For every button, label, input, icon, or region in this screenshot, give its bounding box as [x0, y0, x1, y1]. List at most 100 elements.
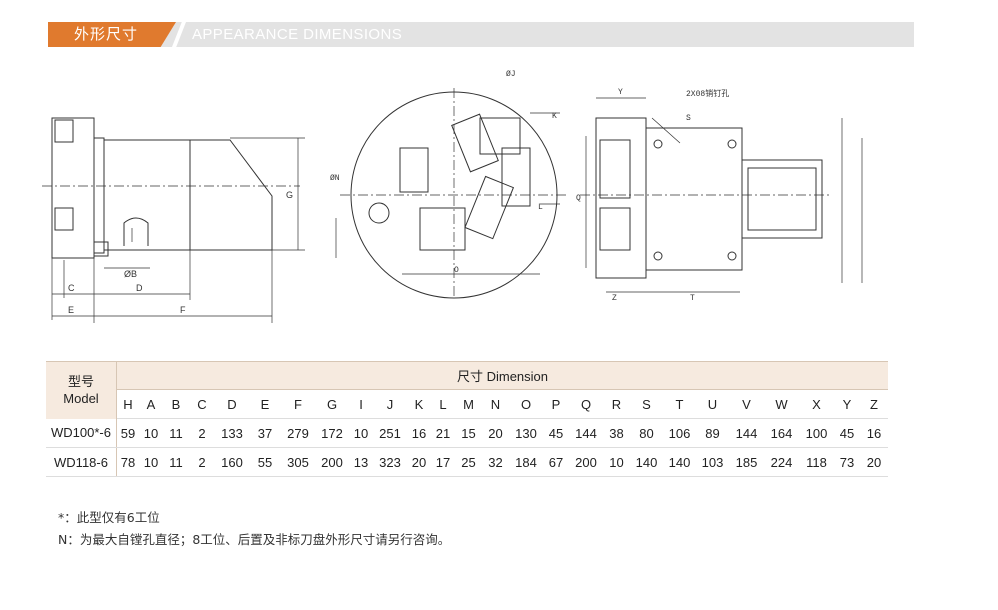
- dimension-cell: 2: [189, 418, 215, 448]
- dimension-cell: 55: [249, 447, 281, 477]
- column-header: R: [603, 389, 630, 419]
- dimension-cell: 224: [764, 447, 799, 477]
- column-header: X: [799, 389, 834, 419]
- column-header: P: [543, 389, 569, 419]
- dimension-cell: 80: [630, 418, 663, 448]
- dimension-cell: 160: [215, 447, 249, 477]
- column-header: K: [407, 389, 431, 419]
- dimension-cell: 164: [764, 418, 799, 448]
- column-header: L: [431, 389, 455, 419]
- dimension-cell: 144: [569, 418, 603, 448]
- column-header: H: [116, 389, 139, 419]
- dimension-cell: 78: [116, 447, 139, 477]
- dimension-cell: 279: [281, 418, 315, 448]
- dim-label-g: G: [286, 190, 293, 200]
- column-header: Y: [834, 389, 860, 419]
- column-header: A: [139, 389, 163, 419]
- dimension-cell: 73: [834, 447, 860, 477]
- dimension-cell: 10: [603, 447, 630, 477]
- dimension-cell: 172: [315, 418, 349, 448]
- dimension-cell: 10: [139, 418, 163, 448]
- dimension-cell: 140: [630, 447, 663, 477]
- column-header: G: [315, 389, 349, 419]
- model-header-en: Model: [63, 391, 99, 407]
- dimension-cell: 16: [407, 418, 431, 448]
- column-header: E: [249, 389, 281, 419]
- dimension-cell: 323: [373, 447, 407, 477]
- dim-label-k: K: [552, 112, 557, 121]
- notes: *：此型仅有6工位 N：为最大自镗孔直径；8工位、后置及非标刀盘外形尺寸请另行咨…: [58, 507, 450, 551]
- column-header: M: [455, 389, 482, 419]
- column-header: I: [349, 389, 373, 419]
- dimension-cell: 20: [860, 447, 888, 477]
- dimension-cell: 200: [315, 447, 349, 477]
- section-banner: 外形尺寸 APPEARANCE DIMENSIONS: [48, 22, 914, 47]
- dim-label-o: O: [454, 266, 459, 275]
- dimension-cell: 11: [163, 447, 189, 477]
- dimension-cell: 140: [663, 447, 696, 477]
- dimension-cell: 45: [834, 418, 860, 448]
- front-view-labels: ØJ K ØN L O: [330, 70, 557, 275]
- column-header: Q: [569, 389, 603, 419]
- section-title-cn: 外形尺寸: [48, 22, 176, 47]
- dimension-cell: 67: [543, 447, 569, 477]
- dim-label-l: L: [538, 203, 543, 212]
- dim-label-c: C: [68, 283, 75, 293]
- model-cell: WD118-6: [46, 447, 117, 477]
- dimension-cell: 25: [455, 447, 482, 477]
- dimension-cell: 15: [455, 418, 482, 448]
- model-header: 型号 Model: [46, 361, 117, 419]
- dimension-cell: 133: [215, 418, 249, 448]
- dimension-cell: 38: [603, 418, 630, 448]
- section-title-en: APPEARANCE DIMENSIONS: [192, 26, 403, 43]
- dim-label-d: D: [136, 283, 143, 293]
- dimension-cell: 13: [349, 447, 373, 477]
- dimension-cell: 11: [163, 418, 189, 448]
- dimension-header: 尺寸 Dimension: [116, 361, 888, 390]
- column-header: F: [281, 389, 315, 419]
- front-view: [335, 88, 568, 299]
- dimension-cell: 21: [431, 418, 455, 448]
- dimension-cell: 144: [729, 418, 764, 448]
- dimension-cell: 130: [509, 418, 543, 448]
- dim-label-q: Q: [576, 194, 581, 203]
- dimension-cell: 100: [799, 418, 834, 448]
- dimension-cell: 20: [482, 418, 509, 448]
- dim-label-z: Z: [612, 294, 617, 303]
- column-header: O: [509, 389, 543, 419]
- column-header: Z: [860, 389, 888, 419]
- dimension-cell: 200: [569, 447, 603, 477]
- dim-label-b: ØB: [124, 269, 137, 279]
- dim-label-y: Y: [618, 88, 623, 97]
- dim-label-e: E: [68, 305, 74, 315]
- side-view: [42, 117, 305, 323]
- dim-label-j: ØJ: [506, 70, 516, 79]
- side-view-labels: C D E F G ØB: [68, 190, 293, 315]
- column-header: C: [189, 389, 215, 419]
- dimension-cell: 45: [543, 418, 569, 448]
- column-header: D: [215, 389, 249, 419]
- dimension-cell: 305: [281, 447, 315, 477]
- banner-divider: [172, 22, 186, 47]
- dimension-cell: 32: [482, 447, 509, 477]
- dimension-cell: 184: [509, 447, 543, 477]
- dim-label-s: S: [686, 114, 691, 123]
- dim-label-t: T: [690, 294, 695, 303]
- dimension-cell: 118: [799, 447, 834, 477]
- dimension-cell: 17: [431, 447, 455, 477]
- dimension-cell: 20: [407, 447, 431, 477]
- dimension-cell: 89: [696, 418, 729, 448]
- dimension-cell: 10: [349, 418, 373, 448]
- column-header: N: [482, 389, 509, 419]
- note-1: *：此型仅有6工位: [58, 510, 160, 525]
- dim-label-n: ØN: [330, 174, 340, 183]
- dimension-cell: 59: [116, 418, 139, 448]
- technical-drawing: C D E F G ØB ØJ K ØN L O: [42, 70, 863, 323]
- column-header: U: [696, 389, 729, 419]
- dimension-cell: 185: [729, 447, 764, 477]
- model-cell: WD100*-6: [46, 418, 117, 448]
- dimension-cell: 103: [696, 447, 729, 477]
